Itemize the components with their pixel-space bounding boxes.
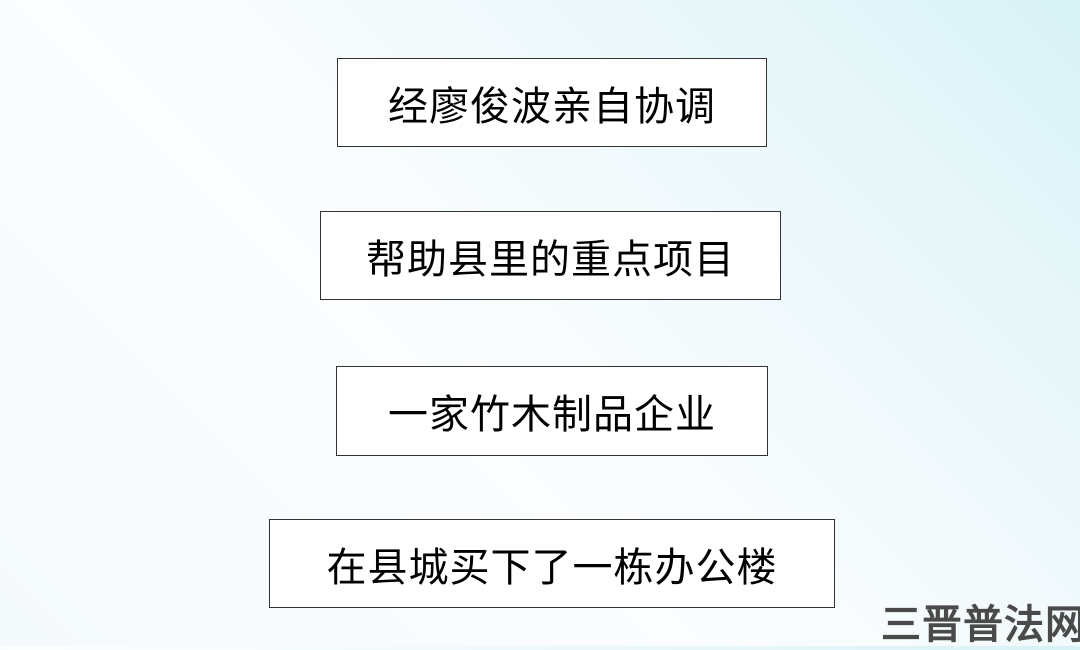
text-box-1: 经廖俊波亲自协调 [337, 58, 767, 147]
text-box-2: 帮助县里的重点项目 [320, 211, 781, 300]
text-box-3-label: 一家竹木制品企业 [388, 392, 716, 438]
text-box-2-label: 帮助县里的重点项目 [366, 236, 735, 283]
text-box-3: 一家竹木制品企业 [336, 366, 768, 456]
text-box-4: 在县城买下了一栋办公楼 [269, 519, 835, 608]
watermark: 三晋普法网 [881, 602, 1080, 648]
text-box-4-label: 在县城买下了一栋办公楼 [326, 544, 778, 591]
text-box-1-label: 经廖俊波亲自协调 [388, 83, 716, 130]
